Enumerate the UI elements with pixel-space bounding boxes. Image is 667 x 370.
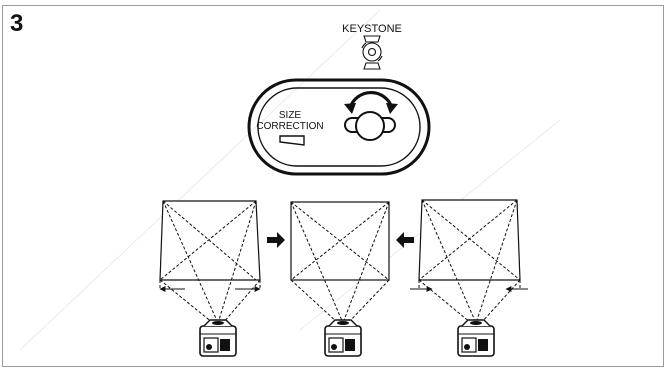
projector-center-icon	[324, 319, 362, 357]
keystone-label: KEYSTONE	[342, 23, 402, 35]
keystone-knob-icon	[361, 35, 383, 70]
watermark-lines	[19, 9, 561, 351]
arrow-left-icon	[396, 232, 414, 248]
size-correction-label: SIZE CORRECTION	[256, 110, 323, 132]
control-panel	[247, 78, 431, 176]
arrow-right-icon	[267, 232, 285, 248]
correction-label: CORRECTION	[256, 121, 323, 132]
trapezoid-icon	[279, 135, 305, 146]
projector-left-icon	[199, 319, 237, 357]
projector-right-icon	[457, 319, 495, 357]
panel-center	[290, 201, 390, 324]
step-number: 3	[10, 10, 24, 37]
panel-right-projection-lines	[418, 199, 521, 324]
panel-left	[159, 200, 261, 324]
keystone-dial-icon	[344, 91, 398, 141]
figure-frame	[2, 5, 664, 367]
panel-right	[410, 199, 528, 324]
size-label: SIZE	[279, 110, 302, 121]
panel-center-projection-lines	[290, 201, 390, 324]
